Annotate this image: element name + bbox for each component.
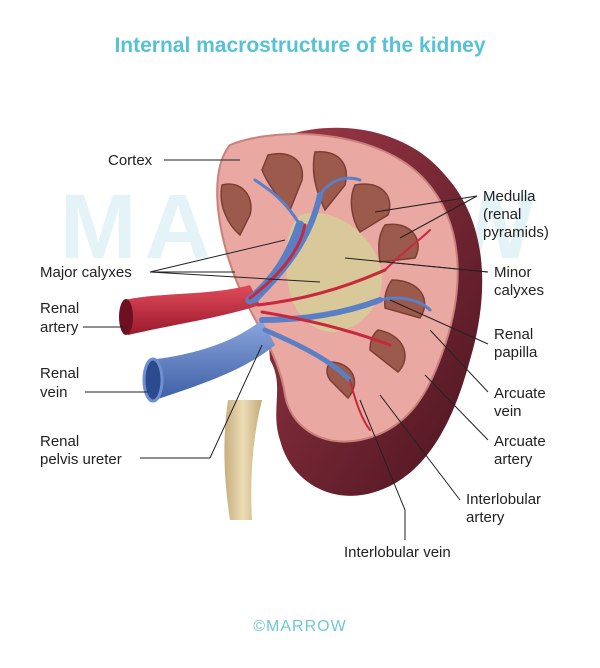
label-minor-calyxes-1: Minor	[494, 264, 532, 281]
label-renal-artery-2: artery	[40, 319, 79, 336]
pyramid	[350, 183, 391, 234]
label-minor-calyxes-2: calyxes	[494, 282, 545, 299]
label-renal-artery-1: Renal	[40, 300, 80, 317]
renal-vein-opening	[142, 357, 164, 403]
label-cortex: Cortex	[108, 152, 153, 169]
label-renal-pelvis-ureter-1: Renal	[40, 433, 80, 450]
label-arcuate-vein-1: Arcuate	[494, 385, 546, 402]
renal-vein	[150, 320, 275, 400]
label-arcuate-artery-1: Arcuate	[494, 433, 546, 450]
label-medulla-3: pyramids)	[483, 224, 549, 241]
label-renal-papilla-1: Renal	[494, 326, 534, 343]
label-renal-papilla-2: papilla	[494, 344, 538, 361]
renal-sinus	[285, 212, 382, 332]
label-interlobular-artery-2: artery	[466, 509, 505, 526]
label-medulla-2: (renal	[483, 206, 522, 223]
pyramid	[326, 361, 356, 400]
renal-artery	[125, 285, 260, 335]
vessel-branches	[245, 176, 432, 431]
label-renal-vein-2: vein	[40, 384, 68, 401]
label-arcuate-artery-2: artery	[494, 451, 533, 468]
label-renal-pelvis-ureter-2: pelvis ureter	[40, 451, 122, 468]
ureter	[224, 400, 262, 520]
label-major-calyxes: Major calyxes	[40, 264, 132, 281]
label-arcuate-vein-2: vein	[494, 403, 522, 420]
renal-artery-opening	[119, 299, 133, 335]
label-medulla-1: Medulla	[483, 188, 536, 205]
label-renal-vein-1: Renal	[40, 365, 80, 382]
footer-copyright: ©MARROW	[253, 618, 347, 635]
page-title: Internal macrostructure of the kidney	[114, 34, 486, 57]
pyramid	[220, 183, 252, 237]
label-interlobular-vein: Interlobular vein	[344, 544, 451, 561]
leader-lines	[83, 159, 489, 540]
label-interlobular-artery-1: Interlobular	[466, 491, 542, 508]
